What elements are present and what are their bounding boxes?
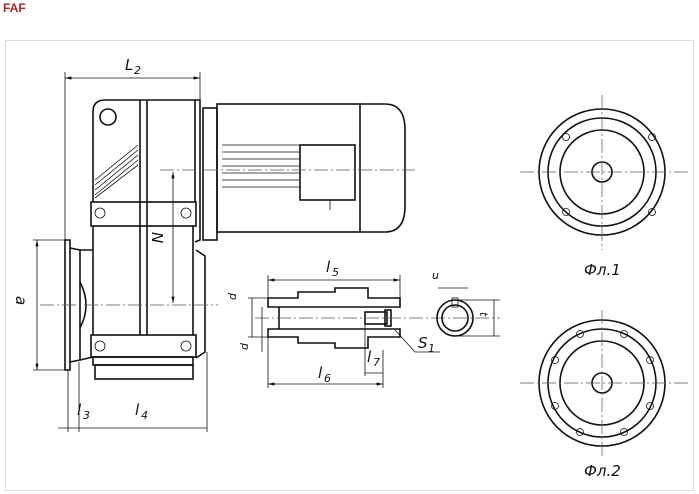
label-l3: l bbox=[77, 401, 82, 419]
label-N: N bbox=[148, 232, 166, 243]
hollow-shaft-section: l 5 l 6 l 7 d d S 1 bbox=[226, 258, 500, 388]
label-l6: l bbox=[318, 364, 323, 382]
gear-motor-side-view bbox=[64, 99, 406, 380]
label-l5-sub: 5 bbox=[332, 266, 339, 279]
label-d1: d bbox=[238, 342, 251, 350]
label-d2: d bbox=[226, 292, 239, 300]
label-t1: t bbox=[477, 312, 490, 317]
label-flange-2: Фл.2 bbox=[584, 462, 621, 480]
label-l6-sub: 6 bbox=[324, 372, 331, 385]
label-L2-sub: 2 bbox=[134, 64, 141, 77]
label-l7-sub: 7 bbox=[373, 356, 380, 369]
label-a: a bbox=[12, 296, 30, 305]
flange-2-view: Фл.2 bbox=[520, 310, 690, 480]
dimension-l3-l4: l 3 l 4 bbox=[58, 352, 208, 432]
dimension-a: a bbox=[12, 239, 66, 371]
label-l4-sub: 4 bbox=[141, 409, 148, 422]
label-S1-sub: 1 bbox=[428, 342, 435, 355]
drawing-frame bbox=[5, 40, 694, 491]
label-l5: l bbox=[326, 258, 331, 276]
label-l4: l bbox=[135, 401, 140, 419]
label-flange-1: Фл.1 bbox=[584, 261, 621, 279]
label-S1: S bbox=[418, 334, 428, 352]
label-L2: L bbox=[125, 56, 133, 74]
shaft-keyway-section: u t bbox=[432, 269, 500, 337]
label-l7: l bbox=[367, 348, 372, 366]
label-u1: u bbox=[432, 269, 439, 282]
model-title: FAF bbox=[3, 1, 26, 15]
dimension-N: N bbox=[148, 172, 175, 303]
flange-1-view: Фл.1 bbox=[520, 95, 690, 279]
dimension-L2: L 2 bbox=[64, 56, 201, 240]
label-l3-sub: 3 bbox=[83, 409, 90, 422]
